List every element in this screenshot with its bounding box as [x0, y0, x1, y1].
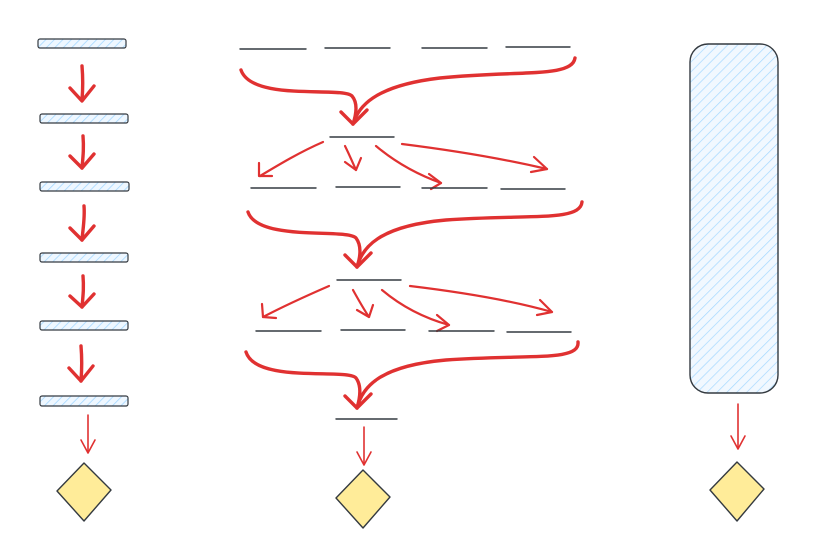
left-decision-diamond — [56, 462, 112, 522]
left-arrow-3 — [68, 204, 96, 242]
left-arrow-5 — [67, 344, 95, 383]
middle-lines-row-1 — [239, 46, 571, 50]
left-bar-3 — [39, 181, 130, 192]
right-tall-block — [689, 43, 779, 394]
left-bar-2 — [39, 113, 129, 124]
right-column — [689, 43, 779, 522]
left-arrow-6 — [80, 414, 96, 454]
middle-decision-diamond — [335, 469, 391, 529]
left-bar-4 — [39, 252, 129, 263]
middle-join-arrow-3 — [244, 340, 580, 410]
middle-lines-row-3 — [255, 329, 572, 333]
middle-join-arrow-2 — [246, 200, 584, 269]
right-arrow-to-decision — [730, 403, 746, 450]
left-arrow-1 — [68, 64, 96, 103]
right-decision-diamond — [709, 461, 765, 522]
left-arrow-4 — [68, 274, 96, 309]
middle-fork-arrows-2 — [260, 284, 554, 333]
left-bar-5 — [39, 320, 129, 331]
left-bar-1 — [37, 38, 127, 49]
middle-join-arrow-1 — [239, 56, 577, 126]
middle-fork-arrows-1 — [257, 140, 549, 191]
left-bar-6 — [39, 395, 129, 407]
middle-lines-row-2 — [250, 186, 566, 190]
middle-column — [239, 46, 584, 529]
middle-arrow-to-decision — [356, 426, 372, 466]
left-column — [37, 38, 130, 522]
left-arrow-2 — [68, 134, 96, 170]
